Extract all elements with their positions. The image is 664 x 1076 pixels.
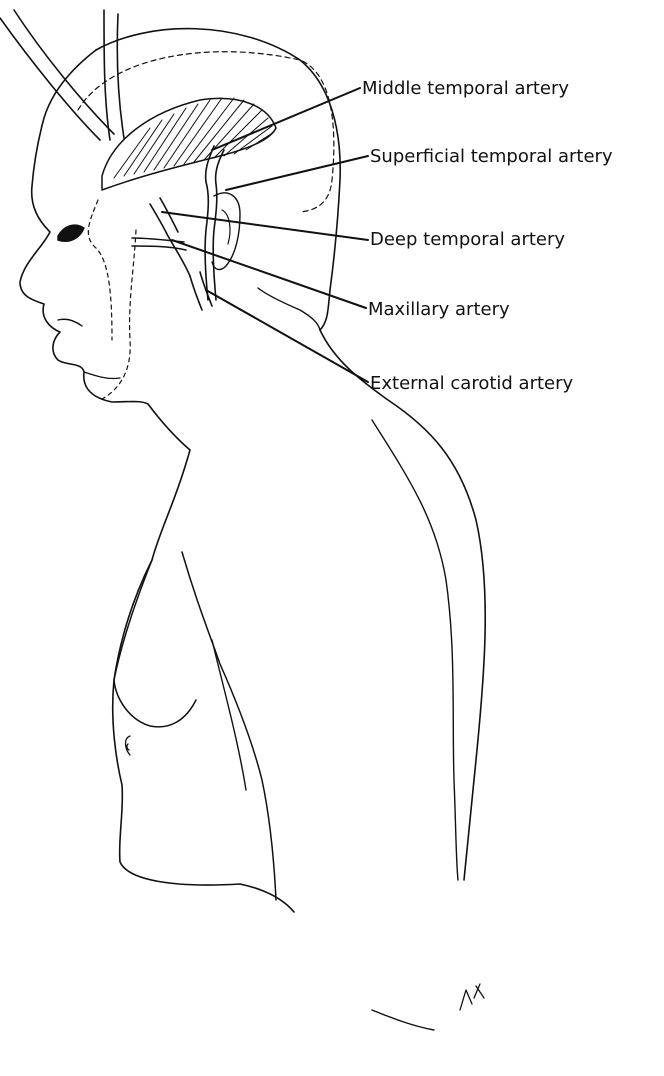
chin-line bbox=[84, 372, 120, 379]
deep-temporal-vessel bbox=[150, 198, 190, 276]
face-dashed-guide bbox=[88, 200, 136, 400]
leader-superficial-temporal bbox=[226, 156, 368, 190]
back-outline bbox=[320, 330, 485, 880]
ear-inner bbox=[222, 210, 230, 244]
instrument-handle-left bbox=[0, 10, 114, 140]
head-outline bbox=[20, 50, 294, 912]
maxillary-vessel bbox=[132, 238, 186, 250]
nipple bbox=[126, 736, 131, 755]
label-superficial-temporal-artery: Superficial temporal artery bbox=[370, 147, 613, 167]
back-inner-contour bbox=[372, 420, 458, 880]
eye bbox=[58, 225, 84, 241]
label-deep-temporal-artery: Deep temporal artery bbox=[370, 230, 565, 250]
arm-outline bbox=[182, 552, 276, 900]
superficial-temporal-vessel bbox=[205, 146, 224, 300]
elbow-line bbox=[372, 1010, 434, 1030]
mouth bbox=[58, 319, 82, 326]
muscle-hatching bbox=[114, 98, 274, 178]
artist-initials-mark bbox=[460, 984, 484, 1010]
instrument-handle-right bbox=[104, 10, 124, 140]
label-maxillary-artery: Maxillary artery bbox=[368, 300, 510, 320]
scalp-dashed-guide bbox=[78, 52, 334, 212]
chest-outline bbox=[114, 560, 196, 727]
label-middle-temporal-artery: Middle temporal artery bbox=[362, 79, 569, 99]
label-external-carotid-artery: External carotid artery bbox=[370, 374, 573, 394]
